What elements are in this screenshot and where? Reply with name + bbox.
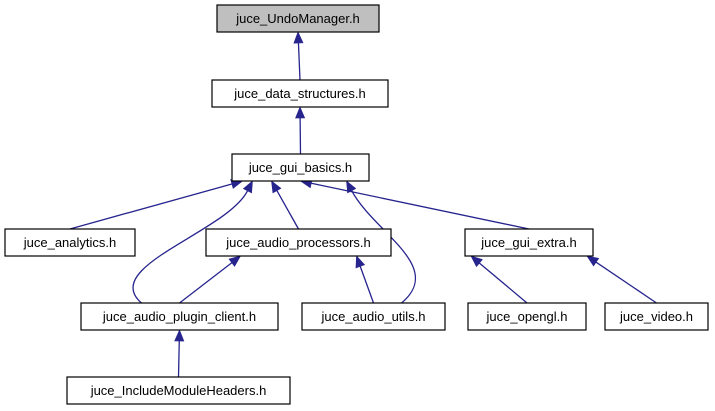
node-box-juce_UndoManager[interactable]	[216, 4, 380, 33]
node-juce_UndoManager[interactable]: juce_UndoManager.h	[216, 4, 380, 33]
node-juce_opengl[interactable]: juce_opengl.h	[467, 302, 587, 331]
node-box-juce_audio_plugin_client[interactable]	[80, 302, 279, 331]
node-box-juce_audio_processors[interactable]	[205, 228, 392, 257]
edge-juce_IncludeModuleHeaders-to-juce_audio_plugin_client	[177, 340, 180, 378]
node-juce_audio_plugin_client[interactable]: juce_audio_plugin_client.h	[80, 302, 279, 331]
node-box-juce_opengl[interactable]	[467, 302, 587, 331]
edge-arrowhead	[228, 255, 242, 267]
node-juce_audio_utils[interactable]: juce_audio_utils.h	[301, 302, 446, 331]
node-label-juce_audio_plugin_client: juce_audio_plugin_client.h	[102, 309, 256, 324]
edge-arrowhead	[355, 255, 366, 269]
edge-arrowhead	[271, 180, 282, 194]
node-label-juce_data_structures: juce_data_structures.h	[233, 86, 366, 101]
edge-juce_audio_processors-to-juce_gui_basics	[276, 190, 300, 230]
node-box-juce_analytics[interactable]	[4, 228, 136, 257]
edge-juce_audio_plugin_client-to-juce_gui_basics	[132, 190, 249, 304]
node-box-juce_video[interactable]	[604, 302, 709, 331]
node-juce_gui_extra[interactable]: juce_gui_extra.h	[464, 228, 594, 257]
node-juce_analytics[interactable]: juce_analytics.h	[4, 228, 136, 257]
node-juce_video[interactable]: juce_video.h	[604, 302, 709, 331]
edge-juce_gui_extra-to-juce_gui_basics	[311, 182, 530, 230]
node-box-juce_audio_utils[interactable]	[301, 302, 446, 331]
node-label-juce_audio_utils: juce_audio_utils.h	[320, 309, 425, 324]
edge-juce_analytics-to-juce_gui_basics	[69, 183, 233, 230]
edge-juce_video-to-juce_gui_extra	[595, 261, 657, 304]
node-box-juce_gui_basics[interactable]	[231, 153, 370, 182]
edge-juce_opengl-to-juce_gui_extra	[479, 262, 528, 304]
node-label-juce_video: juce_video.h	[619, 309, 693, 324]
edge-arrowhead	[295, 106, 306, 119]
node-label-juce_opengl: juce_opengl.h	[486, 309, 568, 324]
node-label-juce_UndoManager: juce_UndoManager.h	[235, 11, 360, 26]
edge-arrowhead	[242, 180, 253, 194]
node-box-juce_data_structures[interactable]	[211, 79, 389, 108]
edge-arrowhead	[293, 31, 304, 44]
edge-juce_data_structures-to-juce_UndoManager	[297, 42, 301, 81]
node-label-juce_gui_extra: juce_gui_extra.h	[480, 235, 576, 250]
node-label-juce_analytics: juce_analytics.h	[23, 235, 117, 250]
edge-juce_audio_utils-to-juce_gui_basics	[351, 190, 417, 304]
node-juce_data_structures[interactable]: juce_data_structures.h	[211, 79, 389, 108]
nodes-layer: juce_UndoManager.h juce_data_structures.h…	[4, 4, 709, 405]
edge-juce_audio_plugin_client-to-juce_audio_processors	[179, 262, 233, 304]
node-juce_audio_processors[interactable]: juce_audio_processors.h	[205, 228, 392, 257]
node-label-juce_gui_basics: juce_gui_basics.h	[248, 160, 352, 175]
edge-arrowhead	[346, 180, 357, 194]
edge-arrowhead	[586, 255, 600, 267]
node-juce_IncludeModuleHeaders[interactable]: juce_IncludeModuleHeaders.h	[66, 376, 291, 405]
node-juce_gui_basics[interactable]: juce_gui_basics.h	[231, 153, 370, 182]
node-label-juce_audio_processors: juce_audio_processors.h	[225, 235, 371, 250]
edge-arrowhead	[470, 255, 483, 268]
node-box-juce_IncludeModuleHeaders[interactable]	[66, 376, 291, 405]
edge-juce_audio_utils-to-juce_audio_processors	[359, 266, 375, 304]
edge-arrowhead	[174, 329, 185, 342]
node-box-juce_gui_extra[interactable]	[464, 228, 594, 257]
node-label-juce_IncludeModuleHeaders: juce_IncludeModuleHeaders.h	[90, 383, 267, 398]
